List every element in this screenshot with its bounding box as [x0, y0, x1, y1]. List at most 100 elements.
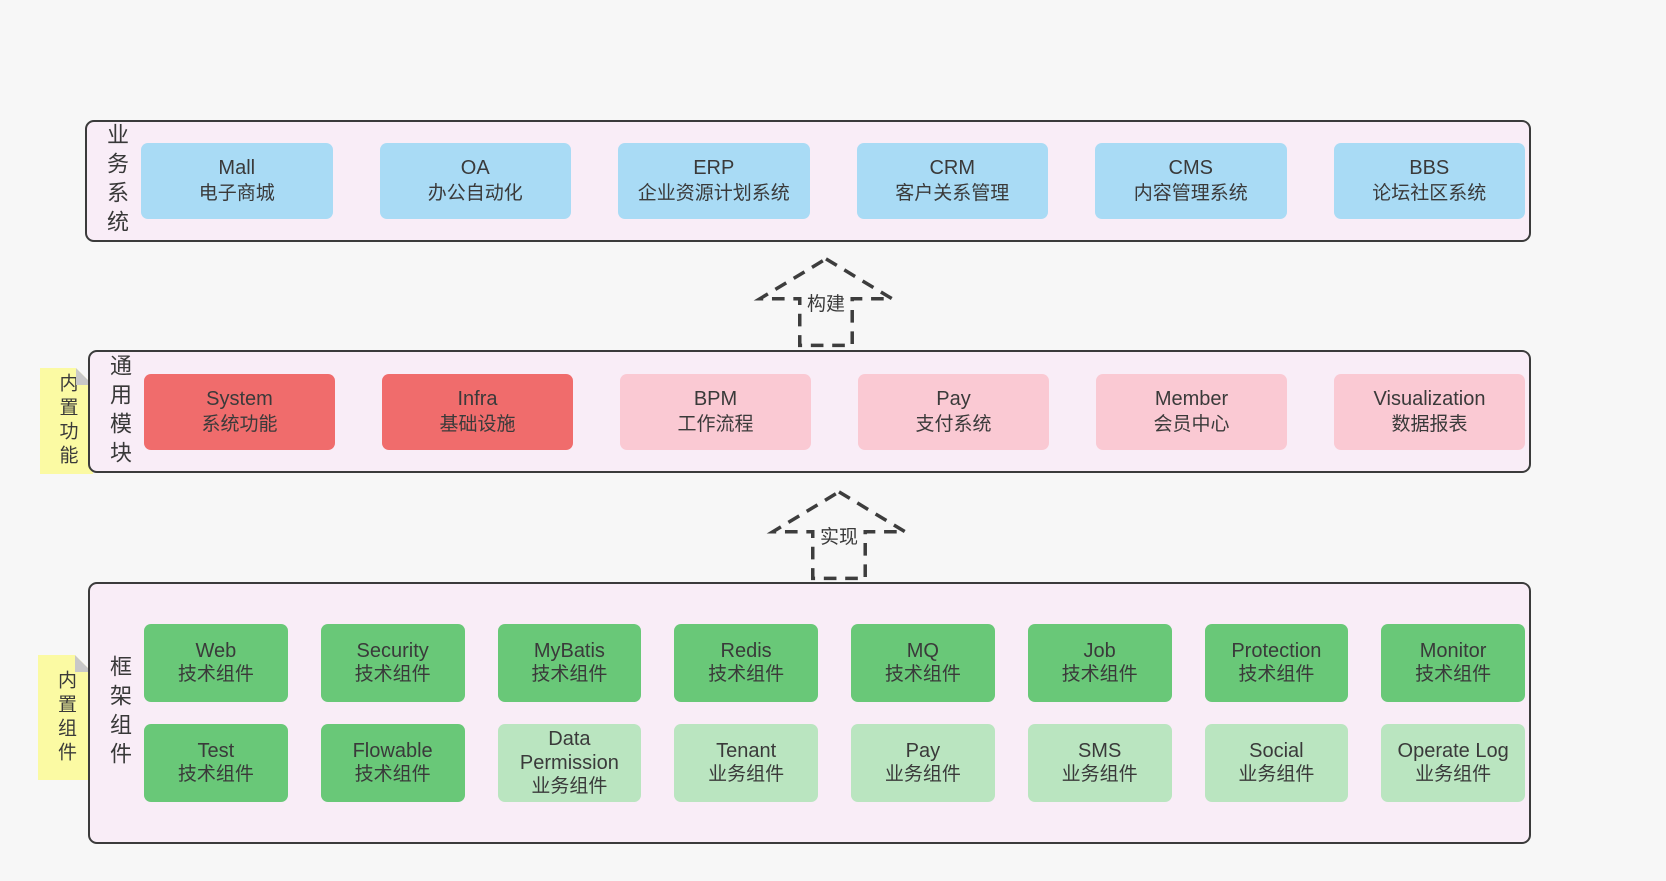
box-bpm-name: BPM [693, 387, 738, 410]
box-protection-desc: 技术组件 [1238, 664, 1315, 685]
implement-arrow-label: 实现 [815, 521, 863, 550]
box-cms-desc: 内容管理系统 [1133, 183, 1248, 204]
box-pay-module-name: Pay [936, 387, 971, 410]
box-member-desc: 会员中心 [1153, 413, 1230, 435]
box-tenant-desc: 业务组件 [708, 764, 785, 785]
box-infra: Infra 基础设施 [382, 373, 573, 450]
box-bbs-desc: 论坛社区系统 [1372, 183, 1487, 204]
box-visualization-desc: 数据报表 [1391, 413, 1468, 435]
business-box-row: Mall 电子商城 OA 办公自动化 ERP 企业资源计划系统 CRM 客户关系… [141, 143, 1529, 219]
box-security-name: Security [356, 640, 429, 662]
box-member: Member 会员中心 [1096, 373, 1287, 450]
box-web-desc: 技术组件 [177, 664, 254, 685]
box-bbs-name: BBS [1409, 157, 1450, 179]
box-social-name: Social [1249, 740, 1304, 762]
box-infra-name: Infra [457, 387, 498, 410]
box-test: Test 技术组件 [144, 724, 288, 802]
box-protection-name: Protection [1231, 640, 1322, 662]
box-mybatis-desc: 技术组件 [531, 664, 608, 685]
box-mybatis-name: MyBatis [533, 640, 605, 662]
box-pay-component-desc: 业务组件 [884, 764, 961, 785]
business-layer-container: 业务系统 Mall 电子商城 OA 办公自动化 ERP 企业资源计划系统 CRM… [85, 120, 1531, 242]
box-crm-name: CRM [929, 157, 976, 179]
box-visualization: Visualization 数据报表 [1334, 373, 1525, 450]
box-web: Web 技术组件 [144, 624, 288, 702]
box-mall-name: Mall [218, 157, 256, 179]
component-box-grid: Web 技术组件 Security 技术组件 MyBatis 技术组件 Redi… [144, 624, 1529, 802]
box-tenant: Tenant 业务组件 [674, 724, 818, 802]
box-web-name: Web [195, 640, 237, 662]
box-job-desc: 技术组件 [1061, 664, 1138, 685]
build-arrow-label: 构建 [802, 288, 850, 317]
builtin-components-tag-label: 内置组件 [55, 669, 76, 766]
box-tenant-name: Tenant [716, 740, 777, 762]
box-redis-name: Redis [720, 640, 772, 662]
box-erp-name: ERP [693, 157, 735, 179]
box-visualization-name: Visualization [1373, 387, 1486, 410]
box-member-name: Member [1154, 387, 1229, 410]
box-redis-desc: 技术组件 [708, 664, 785, 685]
box-erp: ERP 企业资源计划系统 [618, 143, 810, 219]
box-oa-desc: 办公自动化 [427, 183, 523, 204]
box-mall-desc: 电子商城 [198, 183, 275, 204]
builtin-features-tag: 内置功能 [40, 368, 93, 474]
implement-arrow: 实现 [766, 488, 912, 582]
box-data-permission-name: Data Permission [519, 728, 619, 774]
box-monitor: Monitor 技术组件 [1381, 624, 1525, 702]
box-oa-name: OA [460, 157, 490, 179]
box-sms: SMS 业务组件 [1027, 724, 1172, 802]
component-layer-label: 框架组件 [107, 655, 132, 771]
box-operate-log: Operate Log 业务组件 [1381, 724, 1525, 802]
box-mq-name: MQ [906, 640, 939, 662]
box-mall: Mall 电子商城 [141, 143, 333, 219]
box-pay-component: Pay 业务组件 [851, 724, 995, 802]
component-row-2: Test 技术组件 Flowable 技术组件 Data Permission … [144, 724, 1525, 802]
box-mq-desc: 技术组件 [884, 664, 961, 685]
box-redis: Redis 技术组件 [674, 624, 818, 702]
box-job: Job 技术组件 [1027, 624, 1172, 702]
build-arrow: 构建 [753, 255, 899, 349]
box-monitor-desc: 技术组件 [1415, 664, 1492, 685]
component-layer-container: 框架组件 Web 技术组件 Security 技术组件 MyBatis 技术组件… [88, 582, 1531, 844]
business-layer-label: 业务系统 [104, 123, 129, 239]
module-layer-container: 通用模块 System 系统功能 Infra 基础设施 BPM 工作流程 Pay… [88, 350, 1531, 473]
box-infra-desc: 基础设施 [439, 413, 516, 435]
box-system-desc: 系统功能 [201, 413, 278, 435]
box-social: Social 业务组件 [1204, 724, 1349, 802]
box-test-name: Test [197, 740, 235, 762]
box-cms: CMS 内容管理系统 [1095, 143, 1287, 219]
box-mybatis: MyBatis 技术组件 [497, 624, 642, 702]
box-sms-desc: 业务组件 [1061, 764, 1138, 785]
box-system: System 系统功能 [144, 373, 335, 450]
box-test-desc: 技术组件 [177, 764, 254, 785]
box-security-desc: 技术组件 [354, 664, 431, 685]
box-data-permission-desc: 业务组件 [531, 776, 608, 797]
box-sms-name: SMS [1077, 740, 1122, 762]
box-pay-module-desc: 支付系统 [915, 413, 992, 435]
box-system-name: System [206, 387, 273, 410]
box-bpm: BPM 工作流程 [620, 373, 811, 450]
box-flowable-desc: 技术组件 [354, 764, 431, 785]
box-operate-log-name: Operate Log [1397, 740, 1509, 762]
box-erp-desc: 企业资源计划系统 [637, 183, 790, 204]
box-social-desc: 业务组件 [1238, 764, 1315, 785]
box-data-permission: Data Permission 业务组件 [497, 724, 642, 802]
box-pay-module: Pay 支付系统 [858, 373, 1049, 450]
box-monitor-name: Monitor [1419, 640, 1487, 662]
box-operate-log-desc: 业务组件 [1415, 764, 1492, 785]
box-bbs: BBS 论坛社区系统 [1333, 143, 1525, 219]
box-pay-component-name: Pay [905, 740, 941, 762]
component-row-1: Web 技术组件 Security 技术组件 MyBatis 技术组件 Redi… [144, 624, 1525, 702]
box-cms-name: CMS [1168, 157, 1213, 179]
builtin-components-tag: 内置组件 [38, 655, 92, 780]
box-crm: CRM 客户关系管理 [856, 143, 1048, 219]
module-layer-label: 通用模块 [107, 353, 132, 470]
box-job-name: Job [1083, 640, 1116, 662]
box-security: Security 技术组件 [320, 624, 465, 702]
box-protection: Protection 技术组件 [1204, 624, 1349, 702]
box-oa: OA 办公自动化 [379, 143, 571, 219]
box-crm-desc: 客户关系管理 [895, 183, 1010, 204]
box-mq: MQ 技术组件 [851, 624, 995, 702]
box-flowable: Flowable 技术组件 [320, 724, 465, 802]
